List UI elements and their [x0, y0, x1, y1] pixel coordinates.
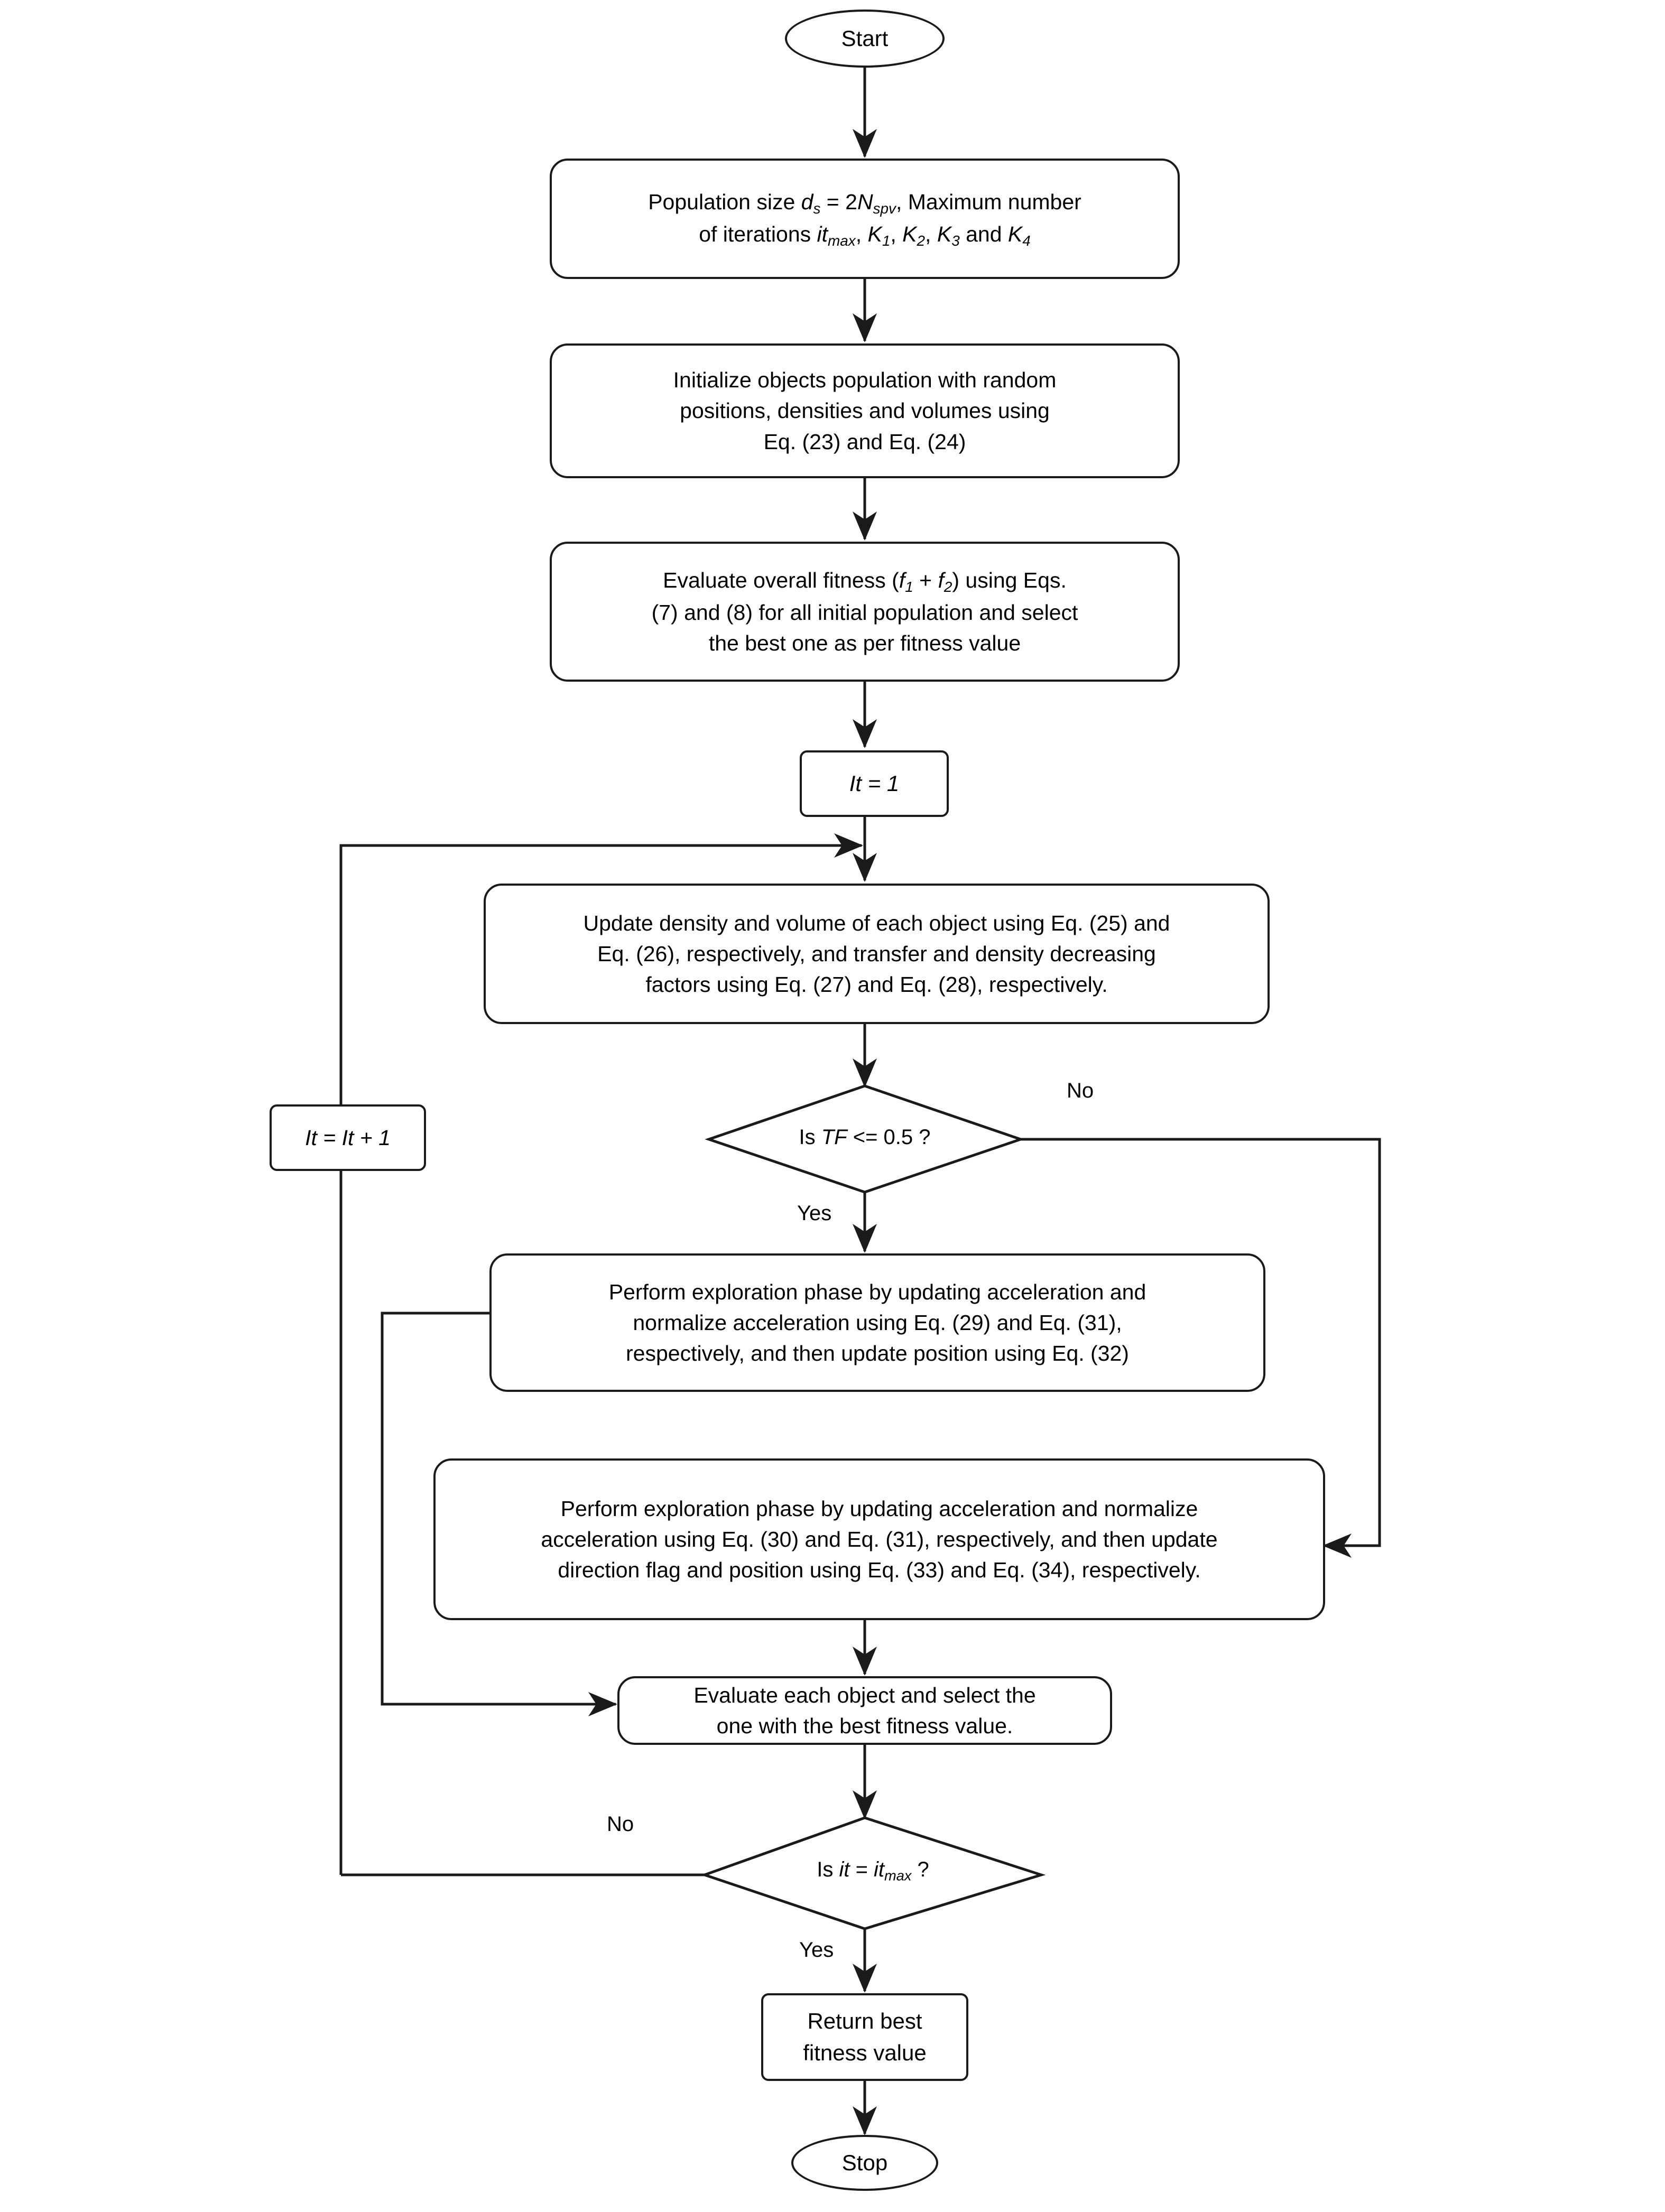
evaluate-each-line-1: Evaluate each object and select the	[693, 1683, 1036, 1707]
params-l1-d: d	[801, 189, 813, 214]
edge-label-it-yes-text: Yes	[799, 1938, 834, 1962]
initialize-line-3: Eq. (23) and Eq. (24)	[763, 429, 966, 454]
decision-tf-prefix: Is	[799, 1126, 821, 1149]
edge-label-tf-no: No	[1067, 1079, 1094, 1103]
decision-it-itmax: it	[874, 1858, 885, 1881]
node-initialize[interactable]: Initialize objects population with rando…	[550, 343, 1180, 478]
edge-label-tf-yes-text: Yes	[797, 1202, 832, 1225]
exploration-b-line-3: direction flag and position using Eq. (3…	[558, 1558, 1201, 1583]
eval-line-3: the best one as per fitness value	[708, 631, 1021, 656]
params-l2-k1: K	[867, 222, 882, 246]
exploration-a-line-3: respectively, and then update position u…	[626, 1341, 1129, 1366]
edge-label-it-no-text: No	[607, 1813, 634, 1836]
params-l2-it: it	[817, 222, 828, 246]
exploration-a-line-2: normalize acceleration using Eq. (29) an…	[633, 1310, 1122, 1335]
eval-l1-f1s: 1	[905, 578, 913, 595]
update-line-1: Update density and volume of each object…	[583, 910, 1170, 935]
node-update-density-text: Update density and volume of each object…	[570, 908, 1184, 1000]
exploration-b-line-1: Perform exploration phase by updating ac…	[560, 1496, 1198, 1521]
node-stop-label: Stop	[841, 2150, 888, 2176]
node-it-increment[interactable]: It = It + 1	[270, 1104, 426, 1171]
node-exploration-phase-b[interactable]: Perform exploration phase by updating ac…	[433, 1458, 1325, 1620]
node-it-increment-label: It = It + 1	[305, 1125, 391, 1150]
edge-label-it-no: No	[607, 1813, 634, 1836]
edge-tf-no-to-exploration-b	[1021, 1138, 1381, 1558]
decision-tf-var: TF	[821, 1126, 847, 1149]
node-return-best-fitness[interactable]: Return best fitness value	[761, 1993, 968, 2081]
node-update-density[interactable]: Update density and volume of each object…	[484, 884, 1270, 1024]
node-evaluate-each-text: Evaluate each object and select the one …	[680, 1680, 1049, 1741]
exploration-a-line-1: Perform exploration phase by updating ac…	[608, 1279, 1146, 1304]
node-return-best-text: Return best fitness value	[789, 2005, 940, 2068]
node-evaluate-overall-fitness[interactable]: Evaluate overall fitness (f1 + f2) using…	[550, 542, 1180, 682]
node-parameters[interactable]: Population size ds = 2Nspv, Maximum numb…	[550, 159, 1180, 279]
params-l2-and: and	[959, 222, 1008, 246]
node-start-label: Start	[841, 26, 889, 51]
node-parameters-text: Population size ds = 2Nspv, Maximum numb…	[634, 187, 1095, 252]
eval-l1-a: Evaluate overall fitness (	[663, 568, 899, 592]
node-it-init[interactable]: It = 1	[800, 750, 949, 817]
eval-line-2: (7) and (8) for all initial population a…	[651, 600, 1078, 625]
decision-it-eq: =	[849, 1858, 874, 1881]
decision-tf-shape	[705, 1084, 1025, 1194]
edge-loop-back-to-update	[339, 833, 864, 1875]
edge-exploration-a-to-evaluate-each	[381, 1312, 618, 1717]
params-l2-sub-max: max	[828, 232, 856, 249]
decision-tf-label[interactable]: Is TF <= 0.5 ?	[709, 1126, 1021, 1149]
return-best-line-2: fitness value	[803, 2040, 927, 2065]
initialize-line-1: Initialize objects population with rando…	[673, 368, 1057, 393]
params-l1-n: N	[857, 189, 873, 214]
node-evaluate-each-object[interactable]: Evaluate each object and select the one …	[617, 1676, 1112, 1745]
node-exploration-a-text: Perform exploration phase by updating ac…	[595, 1277, 1160, 1369]
decision-it-sub-max: max	[884, 1867, 912, 1884]
decision-it-prefix: Is	[817, 1858, 839, 1881]
eval-l1-f2: f	[938, 568, 944, 592]
node-start[interactable]: Start	[785, 10, 945, 68]
params-l1-sub-spv: spv	[873, 200, 896, 217]
edge-label-tf-yes: Yes	[797, 1202, 831, 1225]
node-stop[interactable]: Stop	[791, 2135, 938, 2191]
params-l2-a: of iterations	[699, 222, 817, 246]
params-l2-k3s: 3	[951, 232, 960, 249]
decision-it-label[interactable]: Is it = itmax ?	[705, 1858, 1041, 1884]
params-l2-k1s: 1	[882, 232, 891, 249]
params-l2-k2: K	[902, 222, 917, 246]
edge-label-it-yes: Yes	[799, 1938, 834, 1962]
params-l1-a: Population size	[648, 189, 801, 214]
eval-l1-tail: ) using Eqs.	[952, 568, 1067, 592]
exploration-b-line-2: acceleration using Eq. (30) and Eq. (31)…	[541, 1527, 1218, 1551]
params-l1-tail: , Maximum number	[895, 189, 1081, 214]
edge-label-tf-no-text: No	[1067, 1079, 1094, 1102]
params-l1-sub-s: s	[813, 200, 821, 217]
eval-l1-plus: +	[913, 568, 938, 592]
params-l2-c1: ,	[855, 222, 868, 246]
params-l2-c2: ,	[890, 222, 903, 246]
node-exploration-b-text: Perform exploration phase by updating ac…	[527, 1493, 1231, 1586]
decision-tf-cond: <= 0.5 ?	[847, 1126, 931, 1149]
params-l2-c3: ,	[925, 222, 937, 246]
params-l2-k2s: 2	[917, 232, 926, 249]
params-l2-k3: K	[937, 222, 952, 246]
params-l2-k4s: 4	[1022, 232, 1031, 249]
node-evaluate-overall-text: Evaluate overall fitness (f1 + f2) using…	[638, 565, 1092, 659]
node-exploration-phase-a[interactable]: Perform exploration phase by updating ac…	[489, 1253, 1265, 1392]
eval-l1-f1: f	[899, 568, 905, 592]
return-best-line-1: Return best	[807, 2009, 922, 2034]
decision-it-q: ?	[911, 1858, 929, 1881]
node-it-init-label: It = 1	[849, 771, 900, 796]
eval-l1-f2s: 2	[944, 578, 952, 595]
decision-it-shape	[700, 1816, 1046, 1930]
update-line-3: factors using Eq. (27) and Eq. (28), res…	[645, 972, 1108, 997]
evaluate-each-line-2: one with the best fitness value.	[716, 1714, 1013, 1738]
decision-it-var: it	[839, 1858, 850, 1881]
update-line-2: Eq. (26), respectively, and transfer and…	[597, 941, 1156, 966]
initialize-line-2: positions, densities and volumes using	[680, 398, 1050, 423]
node-initialize-text: Initialize objects population with rando…	[660, 365, 1070, 457]
params-l1-eq: = 2	[820, 189, 857, 214]
params-l2-k4: K	[1007, 222, 1023, 246]
